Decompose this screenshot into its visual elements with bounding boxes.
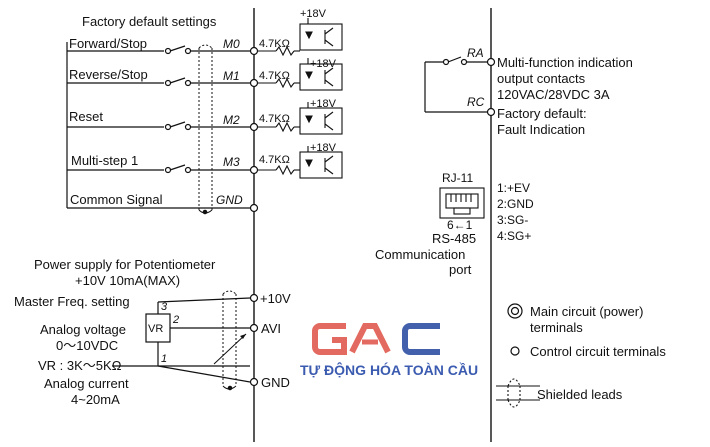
legend-shield: Shielded leads [537, 387, 623, 402]
relay-desc-4: Factory default: [497, 106, 587, 121]
legend-main-2: terminals [530, 320, 583, 335]
terminal-m2-label: M2 [223, 113, 240, 127]
port-label: port [449, 262, 472, 277]
resistor-m3: 4.7KΩ [259, 154, 290, 166]
rs485-label: RS-485 [432, 231, 476, 246]
legend-main-1: Main circuit (power) [530, 304, 643, 319]
rj11-pin1: 1:+EV [497, 181, 530, 195]
factory-default-title: Factory default settings [82, 14, 217, 29]
supply-m1: +18V [310, 58, 337, 70]
opto-circuit-m3 [258, 146, 343, 179]
relay-output [424, 56, 496, 117]
reverse-label: Reverse/Stop [69, 67, 148, 82]
relay-desc-3: 120VAC/28VDC 3A [497, 87, 610, 102]
resistor-m1: 4.7KΩ [259, 70, 290, 82]
pot-supply-1: Power supply for Potentiometer [34, 257, 216, 272]
supply-m0: +18V [300, 8, 327, 20]
rj11-pin3: 3:SG- [497, 213, 528, 227]
master-freq-label: Master Freq. setting [14, 294, 130, 309]
supply-m3: +18V [310, 142, 337, 154]
vr-range: VR : 3K～5KΩ [38, 358, 122, 373]
common-signal-label: Common Signal [70, 192, 163, 207]
analog-current-1: Analog current [44, 376, 129, 391]
reset-label: Reset [69, 109, 103, 124]
multistep-label: Multi-step 1 [71, 153, 138, 168]
shielded-leads-icon [496, 378, 540, 408]
terminal-gnd-label: GND [216, 193, 243, 207]
relay-desc-5: Fault Indication [497, 122, 585, 137]
terminal-gnd-analog-label: GND [261, 375, 290, 390]
communication-label: Communication [375, 247, 465, 262]
switch-reverse [67, 77, 250, 87]
analog-arrowhead [240, 334, 246, 339]
potentiometer [112, 297, 251, 383]
rj11-connector-icon [439, 187, 485, 219]
supply-m2: +18V [310, 98, 337, 110]
switch-reset [67, 121, 250, 131]
pot-pin-2: 2 [172, 314, 179, 326]
relay-desc-1: Multi-function indication [497, 55, 633, 70]
gac-logo [312, 323, 440, 355]
input-terminals [249, 46, 259, 213]
analog-terminals [249, 293, 259, 387]
input-shield [198, 44, 213, 215]
terminal-avi-label: AVI [261, 321, 281, 336]
terminal-m0-label: M0 [223, 37, 240, 51]
analog-current-arrow [213, 333, 247, 365]
legend-control: Control circuit terminals [530, 344, 666, 359]
analog-voltage-1: Analog voltage [40, 322, 126, 337]
vr-label: VR [148, 323, 163, 335]
pot-pin-1: 1 [161, 353, 167, 365]
rj11-pin2: 2:GND [497, 197, 534, 211]
opto-circuit-m0 [258, 18, 343, 57]
opto-circuit-m1 [258, 58, 343, 91]
pot-pin-3: 3 [161, 301, 168, 313]
switch-multistep [67, 164, 250, 174]
relay-ra-label: RA [467, 46, 484, 60]
terminal-m3-label: M3 [223, 155, 240, 169]
control-terminal-icon [510, 346, 520, 356]
resistor-m2: 4.7KΩ [259, 113, 290, 125]
terminal-m1-label: M1 [223, 69, 240, 83]
opto-circuit-m2 [258, 102, 343, 135]
relay-desc-2: output contacts [497, 71, 586, 86]
pot-supply-2: +10V 10mA(MAX) [75, 273, 180, 288]
rj11-pins-range: 6←1 [447, 218, 473, 232]
analog-current-2: 4~20mA [71, 392, 120, 407]
relay-rc-label: RC [467, 95, 485, 109]
forward-label: Forward/Stop [69, 36, 147, 51]
analog-voltage-2: 0～10VDC [56, 338, 118, 353]
watermark-text: TỰ ĐỘNG HÓA TOÀN CẦU [300, 361, 478, 378]
main-terminal-icon [507, 303, 523, 319]
terminal-10v-label: +10V [260, 291, 291, 306]
rj11-pin4: 4:SG+ [497, 229, 531, 243]
switch-forward [67, 45, 250, 55]
analog-shield [222, 290, 237, 391]
rj11-label: RJ-11 [442, 171, 473, 185]
resistor-m0: 4.7KΩ [259, 38, 290, 50]
